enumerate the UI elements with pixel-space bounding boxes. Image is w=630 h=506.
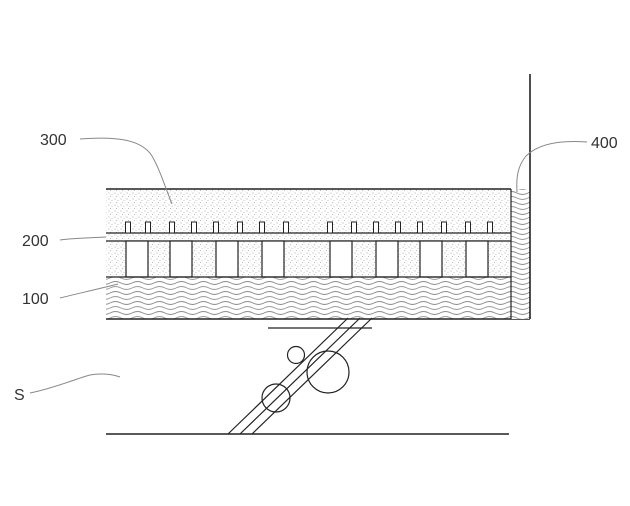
label-300: 300 (40, 132, 67, 149)
layer-100-region (106, 277, 511, 319)
label-s: S (14, 387, 25, 404)
bar-8 (465, 240, 489, 278)
bar-5 (329, 240, 353, 278)
pin-12 (395, 221, 401, 234)
bar-3 (215, 240, 239, 278)
leader-400 (516, 141, 588, 193)
pin-10 (351, 221, 357, 234)
pin-14 (441, 221, 447, 234)
bar-2 (169, 240, 193, 278)
bar-4 (261, 240, 285, 278)
pin-15 (465, 221, 471, 234)
pin-9 (327, 221, 333, 234)
pin-13 (417, 221, 423, 234)
pin-row (125, 221, 493, 234)
pin-1 (125, 221, 131, 234)
pin-3 (169, 221, 175, 234)
pin-4 (191, 221, 197, 234)
bar-row (125, 240, 489, 278)
wall-400-region (511, 189, 530, 319)
bar-7 (419, 240, 443, 278)
pin-5 (213, 221, 219, 234)
label-100: 100 (22, 291, 49, 308)
pin-7 (259, 221, 265, 234)
layer-200-electrodes (106, 221, 511, 278)
bar-6 (375, 240, 399, 278)
pin-2 (145, 221, 151, 234)
leader-300 (79, 137, 173, 205)
bubble-large (306, 350, 350, 394)
label-200: 200 (22, 233, 49, 250)
leader-100 (59, 283, 119, 299)
leader-200 (59, 236, 107, 241)
bubble-medium (261, 383, 291, 413)
bar-1 (125, 240, 149, 278)
leader-s (29, 373, 121, 394)
pin-8 (283, 221, 289, 234)
bubble-small (286, 345, 306, 365)
label-400: 400 (591, 135, 618, 152)
pin-16 (487, 221, 493, 234)
inclined-channel (227, 317, 373, 435)
pin-11 (373, 221, 379, 234)
pin-6 (237, 221, 243, 234)
